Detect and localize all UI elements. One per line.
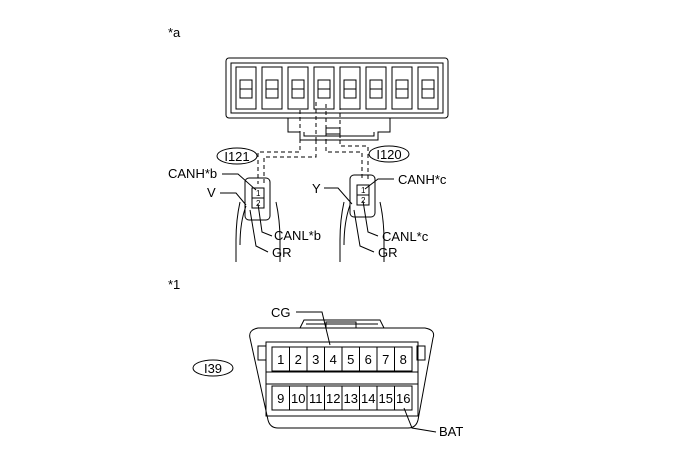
dashed-wires bbox=[257, 102, 369, 184]
callout-cg: CG bbox=[271, 305, 291, 320]
i120-wire-left: Y bbox=[312, 181, 321, 196]
connector-id-badge bbox=[368, 145, 410, 163]
connector-i121-id: I121 bbox=[224, 149, 249, 164]
section-1-label: *1 bbox=[168, 277, 180, 292]
connector-id-badge bbox=[192, 359, 234, 377]
pin-3: 3 bbox=[312, 352, 319, 367]
connector-i121: I121 1 2 CANH*b V CANL*b GR bbox=[168, 147, 321, 262]
pin-14: 14 bbox=[361, 391, 375, 406]
i121-wire-left: V bbox=[207, 185, 216, 200]
connector-cavity bbox=[235, 66, 257, 110]
pin-8: 8 bbox=[400, 352, 407, 367]
connector-i120: I120 1 2 CANH*c Y CANL*c GR bbox=[312, 145, 447, 262]
pin-4: 4 bbox=[330, 352, 337, 367]
i120-pin-2: 2 bbox=[361, 196, 366, 205]
pin-6: 6 bbox=[365, 352, 372, 367]
pin-2: 2 bbox=[295, 352, 302, 367]
i121-pin-1: 1 bbox=[256, 189, 261, 198]
pin-7: 7 bbox=[382, 352, 389, 367]
pin-15: 15 bbox=[379, 391, 393, 406]
pin-9: 9 bbox=[277, 391, 284, 406]
connector-cavity bbox=[417, 66, 439, 110]
pin-13: 13 bbox=[344, 391, 358, 406]
connector-cavity bbox=[365, 66, 387, 110]
i121-pin1-signal: CANH*b bbox=[168, 166, 217, 181]
pin-12: 12 bbox=[326, 391, 340, 406]
connector-cavity bbox=[313, 66, 335, 110]
bottom-pin-cell bbox=[394, 385, 413, 411]
connector-cavity bbox=[339, 66, 361, 110]
pin-16: 16 bbox=[396, 391, 410, 406]
section-a-label: *a bbox=[168, 25, 181, 40]
connector-cavity bbox=[391, 66, 413, 110]
i120-pin-1: 1 bbox=[361, 186, 366, 195]
connector-i39-id: I39 bbox=[204, 361, 222, 376]
top-pin-cell bbox=[394, 346, 413, 372]
i120-pin2-signal: CANL*c bbox=[382, 229, 429, 244]
connector-i120-id: I120 bbox=[376, 147, 401, 162]
connector-id-badge bbox=[216, 147, 258, 165]
connector-cavity bbox=[261, 66, 283, 110]
i121-pin-2: 2 bbox=[256, 199, 261, 208]
i121-wire-right: GR bbox=[272, 245, 292, 260]
pin-5: 5 bbox=[347, 352, 354, 367]
pin-1: 1 bbox=[277, 352, 284, 367]
i121-pin2-signal: CANL*b bbox=[274, 228, 321, 243]
i120-pin1-signal: CANH*c bbox=[398, 172, 447, 187]
pin-10: 10 bbox=[291, 391, 305, 406]
pin-11: 11 bbox=[309, 391, 323, 406]
connector-cavity bbox=[287, 66, 309, 110]
i120-wire-right: GR bbox=[378, 245, 398, 260]
callout-bat: BAT bbox=[439, 424, 463, 439]
main-connector-top bbox=[225, 57, 449, 141]
